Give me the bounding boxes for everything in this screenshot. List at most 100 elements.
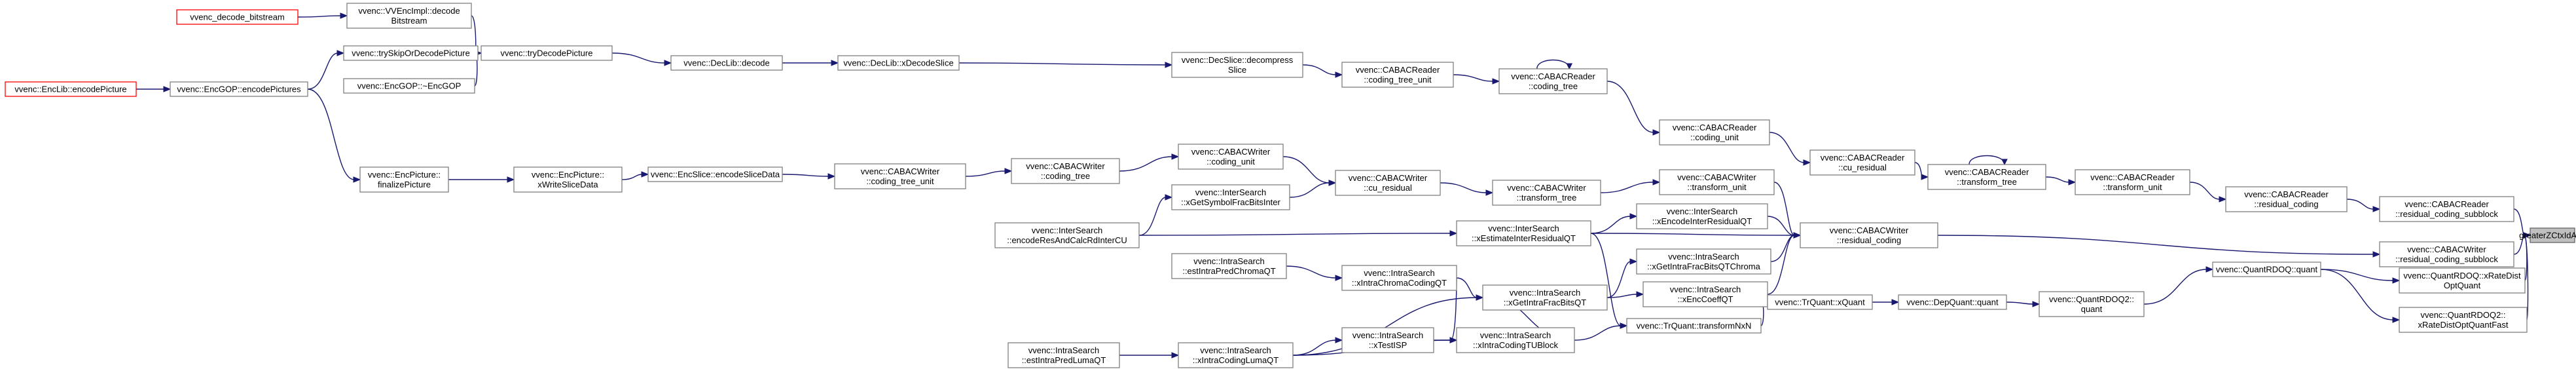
edge-arrowhead	[2001, 159, 2008, 166]
node-box	[2225, 186, 2348, 212]
function-node[interactable]: vvenc::DecLib::xDecodeSlice	[837, 55, 960, 71]
node-label: ::xEstimateInterResidualQT	[1472, 233, 1576, 243]
call-edge	[1119, 156, 1173, 172]
function-node[interactable]: vvenc::EncGOP::~EncGOP	[343, 78, 475, 94]
function-node[interactable]: vvenc::DepQuant::quant	[1898, 294, 2007, 310]
node-label: ::xTestISP	[1369, 340, 1407, 350]
node-label: vvenc::CABACReader	[1673, 123, 1757, 132]
node-box	[1492, 180, 1601, 206]
call-edge	[1769, 132, 1805, 163]
call-edge	[297, 15, 342, 18]
function-node[interactable]: vvenc::InterSearch::encodeResAndCalcRdIn…	[994, 222, 1140, 248]
function-node[interactable]: vvenc::CABACReader::transform_tree	[1927, 164, 2046, 190]
node-label: ::transform_tree	[1517, 193, 1577, 203]
node-box	[1800, 222, 1938, 248]
function-node[interactable]: vvenc::tryDecodePicture	[481, 45, 613, 61]
function-node[interactable]: vvenc::CABACWriter::transform_unit	[1659, 169, 1775, 195]
function-node[interactable]: vvenc::QuantRDOQ2::quant	[2039, 291, 2145, 317]
call-edge	[1302, 64, 1337, 75]
call-edge	[1600, 182, 1654, 193]
function-node[interactable]: vvenc::InterSearch::xEstimateInterResidu…	[1456, 220, 1591, 246]
function-node[interactable]: vvenc::IntraSearch::xGetIntraFracBitsQTC…	[1636, 248, 1771, 275]
function-node[interactable]: vvenc::QuantRDOQ::quant	[2212, 262, 2321, 277]
function-node[interactable]: vvenc::CABACWriter::transform_tree	[1492, 180, 1601, 206]
node-label: ::cu_residual	[1838, 163, 1887, 172]
edge-arrowhead	[1620, 322, 1628, 329]
edge-arrowhead	[1335, 275, 1343, 281]
call-edge	[1286, 265, 1337, 279]
call-edge	[1773, 182, 1795, 236]
node-box	[1335, 170, 1441, 196]
function-node[interactable]: vvenc::CABACWriter::residual_coding	[1800, 222, 1938, 248]
function-node[interactable]: vvenc::EncPicture::finalizePicture	[359, 166, 449, 193]
node-label: vvenc::IntraSearch	[1193, 256, 1264, 266]
node-label: vvenc::CABACWriter	[861, 166, 940, 176]
call-edge	[1292, 340, 1337, 356]
node-label: vvenc::TrQuant::transformNxN	[1637, 321, 1752, 331]
function-node[interactable]: vvenc::CABACReader::residual_coding_subb…	[2379, 196, 2514, 222]
function-node[interactable]: vvenc::EncLib::encodePicture	[5, 81, 137, 97]
function-node[interactable]: vvenc::CABACWriter::cu_residual	[1335, 170, 1441, 196]
edge-arrowhead	[1566, 63, 1573, 70]
function-node[interactable]: vvenc::DecLib::decode	[670, 55, 783, 71]
node-label: vvenc::CABACWriter	[1026, 161, 1105, 171]
node-label: vvenc::CABACWriter	[2407, 244, 2486, 254]
function-node[interactable]: vvenc::CABACWriter::residual_coding_subb…	[2379, 241, 2514, 267]
function-node[interactable]: vvenc_decode_bitstream	[176, 9, 299, 25]
function-node[interactable]: vvenc::QuantRDOQ2::xRateDistOptQuantFast	[2399, 307, 2528, 333]
node-label: ::xGetIntraFracBitsQT	[1504, 298, 1586, 307]
root-function-node[interactable]: greaterZCtxIdAbs	[2519, 227, 2576, 243]
node-label: vvenc::InterSearch	[1488, 223, 1559, 233]
function-node[interactable]: vvenc::InterSearch::xGetSymbolFracBitsIn…	[1171, 184, 1290, 210]
function-node[interactable]: vvenc::CABACWriter::coding_tree_unit	[834, 163, 966, 189]
node-label: ::residual_coding_subblock	[2395, 254, 2498, 264]
function-node[interactable]: vvenc::TrQuant::xQuant	[1767, 294, 1873, 310]
function-node[interactable]: vvenc::CABACWriter::coding_tree	[1011, 158, 1120, 184]
edge-arrowhead	[1629, 213, 1638, 220]
edge-arrowhead	[2205, 266, 2214, 273]
function-node[interactable]: vvenc::CABACReader::transform_unit	[2075, 169, 2190, 195]
node-box	[1341, 265, 1457, 291]
function-node[interactable]: vvenc::IntraSearch::xIntraCodingTUBlock	[1456, 327, 1575, 353]
function-node[interactable]: vvenc::EncSlice::encodeSliceData	[647, 166, 783, 182]
function-node[interactable]: vvenc::IntraSearch::xIntraChromaCodingQT	[1341, 265, 1457, 291]
node-box	[1767, 294, 1873, 310]
edge-arrowhead	[1335, 71, 1343, 78]
function-node[interactable]: vvenc::trySkipOrDecodePicture	[343, 45, 479, 61]
edge-arrowhead	[507, 176, 515, 183]
function-node[interactable]: vvenc::QuantRDOQ::xRateDistOptQuant	[2399, 267, 2526, 294]
node-box	[1636, 248, 1771, 275]
function-node[interactable]: vvenc::CABACWriter::coding_unit	[1178, 144, 1284, 170]
node-label: quant	[2081, 304, 2103, 314]
node-label: vvenc::EncPicture::	[532, 170, 604, 180]
function-node[interactable]: vvenc::CABACReader::residual_coding	[2225, 186, 2348, 212]
function-node[interactable]: vvenc::CABACReader::cu_residual	[1809, 149, 1915, 176]
recursive-call-edge	[1968, 155, 2005, 165]
node-label: vvenc::TrQuant::xQuant	[1775, 298, 1865, 307]
call-edge	[2346, 199, 2374, 210]
function-node[interactable]: vvenc::IntraSearch::estIntraPredChromaQT	[1171, 253, 1287, 279]
function-node[interactable]: vvenc::InterSearch::xEncodeInterResidual…	[1636, 203, 1768, 229]
function-node[interactable]: vvenc::IntraSearch::xEncCoeffQT	[1642, 281, 1768, 307]
node-label: vvenc::CABACReader	[2244, 189, 2329, 199]
function-node[interactable]: vvenc::IntraSearch::xGetIntraFracBitsQT	[1482, 284, 1608, 311]
call-edge	[1606, 81, 1654, 133]
function-node[interactable]: vvenc::CABACReader::coding_unit	[1659, 119, 1770, 146]
function-node[interactable]: vvenc::CABACReader::coding_tree_unit	[1341, 62, 1454, 88]
node-label: vvenc::QuantRDOQ2::	[2420, 310, 2505, 320]
node-label: vvenc::InterSearch	[1032, 225, 1102, 235]
function-node[interactable]: vvenc::CABACReader::coding_tree	[1498, 68, 1608, 94]
node-box	[834, 163, 966, 189]
function-node[interactable]: vvenc::IntraSearch::xTestISP	[1341, 327, 1434, 353]
function-node[interactable]: vvenc::IntraSearch::xIntraCodingLumaQT	[1178, 342, 1294, 368]
function-node[interactable]: vvenc::TrQuant::transformNxN	[1626, 318, 1762, 334]
function-node[interactable]: vvenc::IntraSearch::estIntraPredLumaQT	[1007, 342, 1120, 368]
function-node[interactable]: vvenc::EncGOP::encodePictures	[170, 81, 308, 97]
node-label: Bitstream	[391, 16, 427, 26]
node-box	[1456, 327, 1575, 353]
function-node[interactable]: vvenc::EncPicture::xWriteSliceData	[513, 166, 623, 193]
call-edge	[1574, 325, 1622, 341]
